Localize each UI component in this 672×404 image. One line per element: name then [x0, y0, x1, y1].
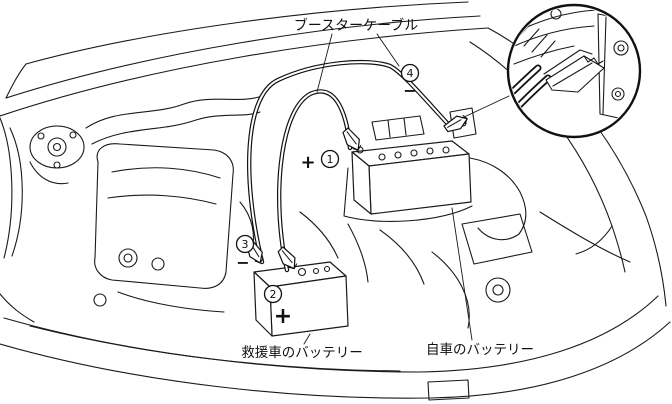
marker-4-sign: − — [403, 81, 416, 100]
rescue-battery — [253, 261, 349, 337]
own-battery — [351, 140, 472, 215]
marker-2-number: 2 — [270, 288, 277, 301]
marker-1-sign: + — [300, 152, 315, 173]
marker-4: 4 − — [400, 63, 420, 100]
ground-clamp-inset — [506, 3, 642, 139]
marker-1: 1 + — [300, 149, 340, 173]
marker-3-number: 3 — [242, 238, 249, 251]
engine-bay-details — [29, 95, 631, 329]
marker-2: 2 + — [263, 284, 292, 329]
leader-lines — [303, 33, 510, 345]
marker-3-sign: − — [236, 253, 249, 272]
engine-ground-clamp — [442, 114, 470, 133]
marker-2-sign: + — [274, 304, 292, 329]
connection-markers: 1 + 2 + 3 − 4 − — [235, 63, 420, 329]
engine-cover — [94, 143, 234, 289]
marker-3: 3 − — [235, 234, 255, 272]
own-battery-label: 自車のバッテリー — [426, 342, 534, 358]
rescue-battery-label: 救援車のバッテリー — [241, 345, 363, 361]
booster-cable-label: ブースターケーブル — [294, 17, 418, 34]
fuse-box — [371, 115, 425, 141]
marker-4-number: 4 — [407, 67, 414, 80]
marker-1-number: 1 — [327, 153, 334, 166]
positive-cable — [276, 89, 353, 273]
